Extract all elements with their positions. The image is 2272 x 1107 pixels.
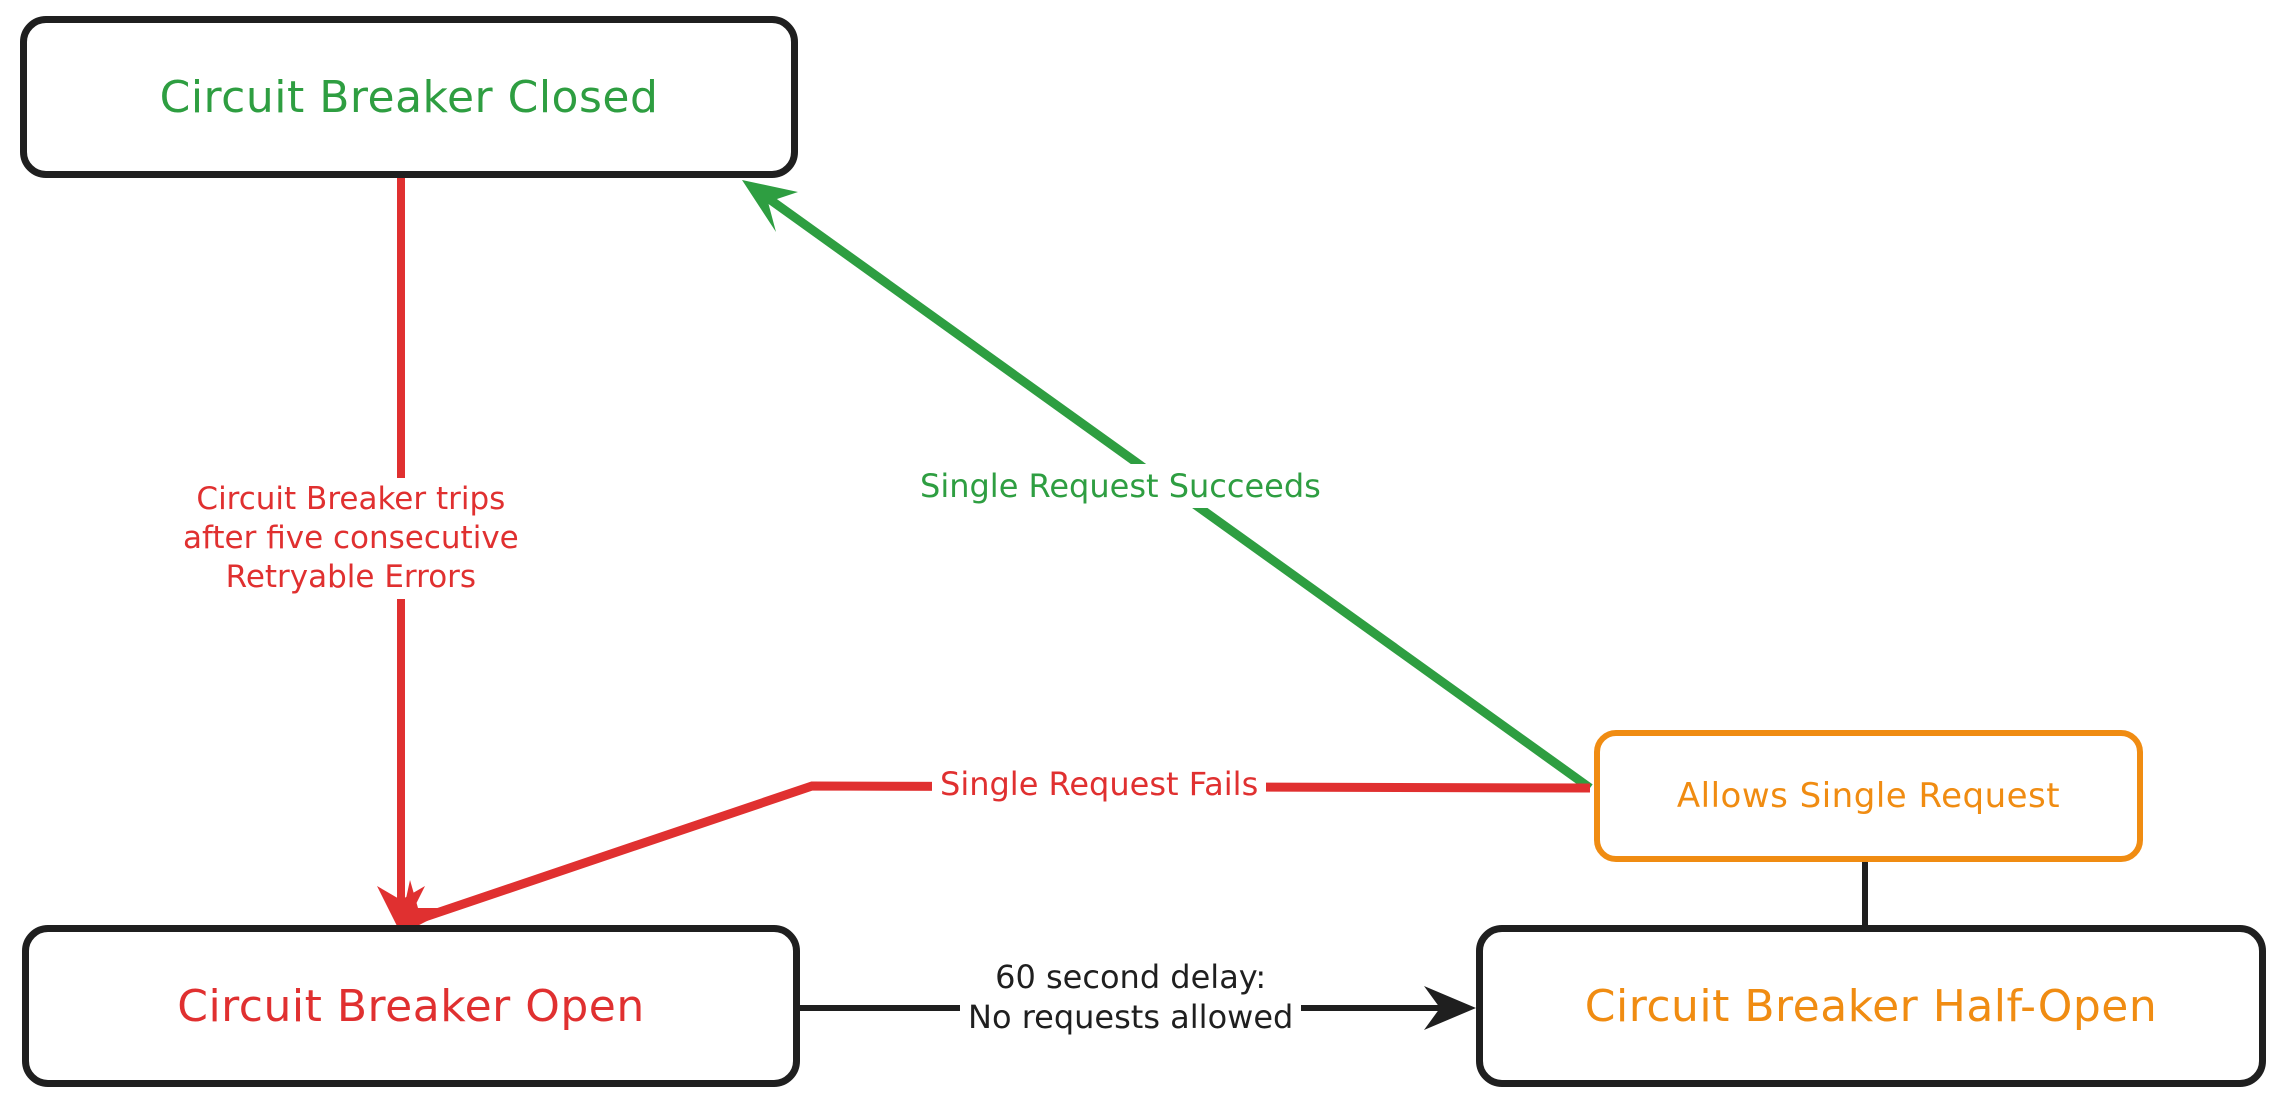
edge-label-line: Single Request Fails bbox=[940, 765, 1259, 803]
node-allows-single-request[interactable]: Allows Single Request bbox=[1594, 730, 2143, 862]
node-circuit-breaker-closed[interactable]: Circuit Breaker Closed bbox=[20, 16, 798, 178]
node-allows-single-request-label: Allows Single Request bbox=[1676, 776, 2061, 816]
edge-label-allows-to-closed: Single Request Succeeds bbox=[912, 464, 1329, 509]
edge-label-line: Single Request Succeeds bbox=[920, 467, 1321, 505]
edge-label-line: after five consecutive bbox=[183, 520, 519, 557]
node-circuit-breaker-half-open-label: Circuit Breaker Half-Open bbox=[1584, 980, 2158, 1032]
edge-label-line: Circuit Breaker trips bbox=[196, 481, 506, 517]
node-circuit-breaker-half-open[interactable]: Circuit Breaker Half-Open bbox=[1476, 925, 2266, 1087]
edge-label-line: Retryable Errors bbox=[225, 559, 477, 596]
edge-label-allows-to-open: Single Request Fails bbox=[932, 762, 1267, 807]
edge-allows-to-open bbox=[398, 781, 1591, 936]
node-circuit-breaker-open[interactable]: Circuit Breaker Open bbox=[22, 925, 800, 1087]
edge-label-closed-to-open: Circuit Breaker trips after five consecu… bbox=[175, 478, 527, 600]
edge-label-open-to-halfopen: 60 second delay: No requests allowed bbox=[960, 955, 1302, 1040]
edge-label-line: No requests allowed bbox=[968, 998, 1294, 1037]
node-circuit-breaker-open-label: Circuit Breaker Open bbox=[177, 980, 645, 1032]
node-circuit-breaker-closed-label: Circuit Breaker Closed bbox=[159, 71, 659, 123]
edge-label-line: 60 second delay: bbox=[995, 958, 1267, 996]
